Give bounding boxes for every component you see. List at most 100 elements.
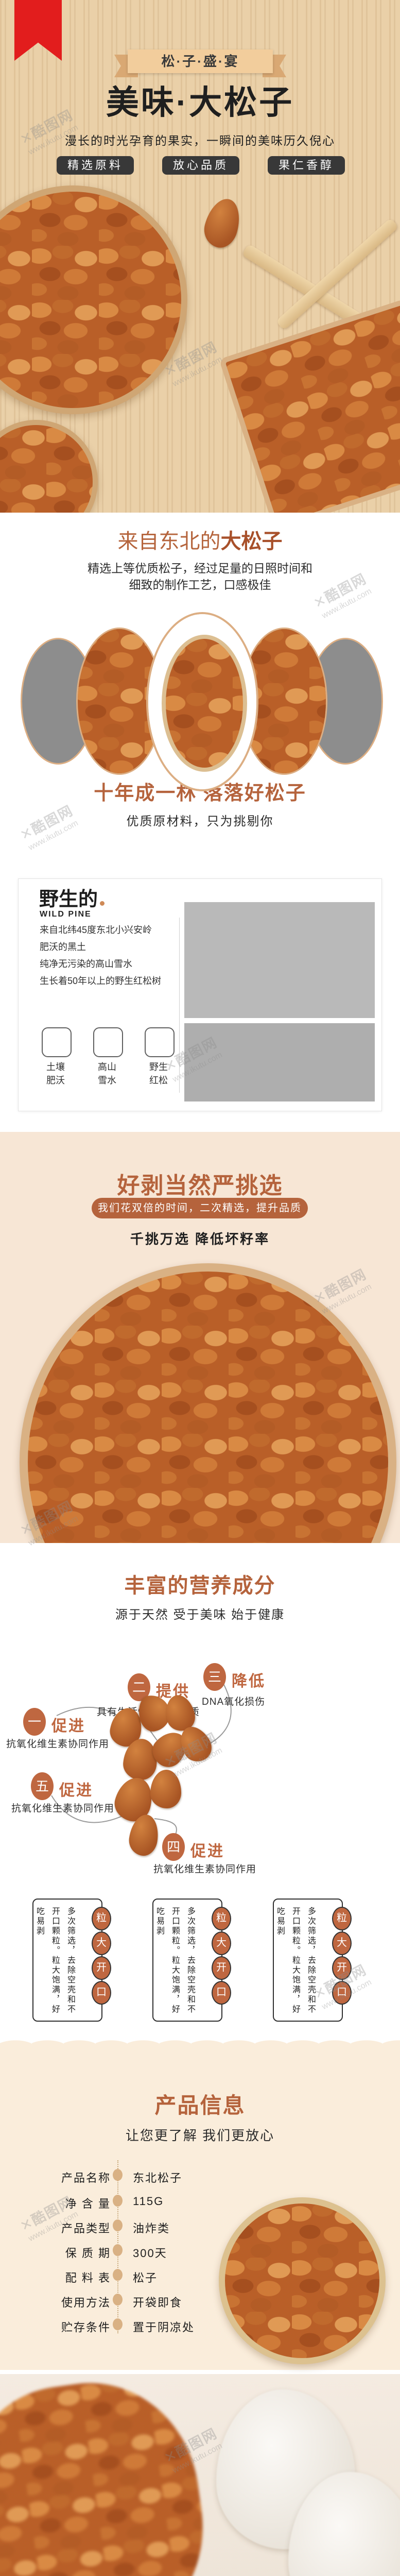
product-info-section: 产品信息 让您更了解 我们更放心 xyxy=(0,2040,400,2370)
badge-li: 粒 xyxy=(332,1907,352,1930)
dot-icon xyxy=(113,2294,123,2306)
vertical-divider xyxy=(179,918,180,1093)
dot-icon xyxy=(113,2318,123,2330)
info-value-2: 115G xyxy=(133,2195,164,2208)
origin-title-light: 来自东北的 xyxy=(117,530,221,553)
badge-da: 大 xyxy=(212,1931,231,1955)
selection-subtitle: 千挑万选 降低坏籽率 xyxy=(130,1231,270,1247)
badge-li: 粒 xyxy=(92,1907,111,1930)
card-line-2: 肥沃的黑土 xyxy=(40,942,86,952)
badge-li: 粒 xyxy=(212,1907,231,1930)
decade-subtitle: 优质原材料，只为挑剔你 xyxy=(126,815,274,828)
nutrient-circle-1: 一 xyxy=(23,1708,46,1736)
info-value-1: 东北松子 xyxy=(133,2172,183,2184)
pine-nut xyxy=(150,1770,181,1808)
selection-title: 好剥当然严挑选 xyxy=(117,1173,283,1198)
pine-nut xyxy=(200,195,245,251)
nutrient-action-4: 促进 xyxy=(190,1843,224,1860)
selection-pill: 我们花双倍的时间，二次精选，提升品质 xyxy=(92,1198,308,1218)
nutrient-circle-4: 四 xyxy=(162,1833,185,1861)
grain-card-3: 多次筛选，去除空壳和不开口颗粒。粒大饱满，好吃易剥 粒 大 开 口 xyxy=(273,1899,352,2022)
hero-basket-photo xyxy=(0,185,187,414)
grain-card-1: 多次筛选，去除空壳和不开口颗粒。粒大饱满，好吃易剥 粒 大 开 口 xyxy=(32,1899,111,2022)
dot-icon xyxy=(113,2219,123,2231)
nutrient-action-3-label: 降低 xyxy=(232,1673,266,1690)
red-bookmark-ribbon-icon xyxy=(14,0,62,61)
info-value-4: 300天 xyxy=(133,2247,167,2260)
dot-icon xyxy=(113,2169,123,2181)
nutrient-desc-5: 抗氧化维生素协同作用 xyxy=(11,1803,115,1814)
nutrient-desc-1: 抗氧化维生素协同作用 xyxy=(6,1739,110,1750)
badge-kou: 口 xyxy=(212,1981,231,2005)
nutrient-desc-4: 抗氧化维生素协同作用 xyxy=(153,1864,257,1875)
feature-label-1: 土壤肥沃 xyxy=(32,1060,79,1087)
info-value-6: 开袋即食 xyxy=(133,2296,183,2309)
dot-icon xyxy=(113,2244,123,2256)
feature-1-line2: 肥沃 xyxy=(46,1075,65,1086)
orange-dot-icon xyxy=(100,901,105,906)
origin-title-bold: 大松子 xyxy=(220,530,283,553)
soil-icon xyxy=(42,1027,72,1057)
hero-badge-2: 放心品质 xyxy=(162,156,239,175)
selection-basket-photo xyxy=(20,1263,396,1543)
info-label-3: 产品类型 xyxy=(61,2222,111,2235)
feature-2-line2: 雪水 xyxy=(98,1075,116,1086)
hero-badge-3: 果仁香醇 xyxy=(268,156,345,175)
info-label-5: 配 料 表 xyxy=(65,2272,111,2284)
nutrient-action-5: 促进 xyxy=(59,1782,93,1799)
card-line-4: 生长着50年以上的野生红松树 xyxy=(40,976,162,986)
carousel-item-photo-right xyxy=(241,628,327,775)
info-label-2: 净 含 量 xyxy=(65,2197,111,2210)
badge-da: 大 xyxy=(332,1931,352,1955)
feature-3-line1: 野生 xyxy=(149,1062,168,1072)
badge-kou: 口 xyxy=(92,1981,111,2005)
info-value-7: 置于阴凉处 xyxy=(133,2321,195,2334)
card-headline-text: 野生的 xyxy=(39,889,98,910)
dot-icon xyxy=(113,2269,123,2281)
card-line-1: 来自北纬45度东北小兴安岭 xyxy=(40,925,152,935)
feature-3-line2: 红松 xyxy=(149,1075,168,1086)
hero-bowl-photo xyxy=(0,420,98,513)
info-value-5: 松子 xyxy=(133,2272,158,2284)
info-label-1: 产品名称 xyxy=(61,2172,111,2184)
hero-subtitle: 漫长的时光孕育的果实，一瞬间的美味历久倪心 xyxy=(65,134,335,147)
badge-kai: 开 xyxy=(212,1956,231,1980)
nutrition-title: 丰富的营养成分 xyxy=(124,1574,276,1597)
card-line-3: 纯净无污染的高山雪水 xyxy=(40,959,132,969)
wild-pine-tree-icon xyxy=(145,1027,175,1057)
hero-badge-1: 精选原料 xyxy=(57,156,134,175)
feature-1-line1: 土壤 xyxy=(46,1062,65,1072)
lifestyle-photo xyxy=(0,2374,400,2576)
grain-card-text: 多次筛选，去除空壳和不开口颗粒。粒大饱满，好吃易剥 xyxy=(155,1907,195,2014)
info-value-3: 油炸类 xyxy=(133,2222,170,2235)
nutrient-desc-3: DNA氧化损伤 xyxy=(202,1697,266,1707)
info-label-4: 保 质 期 xyxy=(65,2247,111,2260)
carousel-item-photo-center xyxy=(146,612,258,791)
feature-label-3: 野生红松 xyxy=(135,1060,182,1087)
grain-card-text: 多次筛选，去除空壳和不开口颗粒。粒大饱满，好吃易剥 xyxy=(35,1907,75,2014)
image-placeholder xyxy=(184,902,375,1018)
product-info-basket-photo xyxy=(219,2197,386,2364)
badge-da: 大 xyxy=(92,1931,111,1955)
card-headline: 野生的 xyxy=(39,883,105,911)
origin-title: 来自东北的大松子 xyxy=(0,524,400,554)
badge-kai: 开 xyxy=(92,1956,111,1980)
origin-desc-line1: 精选上等优质松子，经过足量的日照时间和 xyxy=(88,562,312,575)
origin-desc-line2: 细致的制作工艺，口感极佳 xyxy=(129,578,271,591)
nutrition-diagram: 一 促进 抗氧化维生素协同作用 二 提供 具有生活性的抗氧物质 三 降低 DNA… xyxy=(0,1649,400,1891)
grain-card-2: 多次筛选，去除空壳和不开口颗粒。粒大饱满，好吃易剥 粒 大 开 口 xyxy=(152,1899,231,2022)
info-label-6: 使用方法 xyxy=(61,2296,111,2309)
feature-2-line1: 高山 xyxy=(98,1062,116,1072)
nutrient-circle-5: 五 xyxy=(31,1772,54,1800)
hero-ribbon-banner: 松·子·盛·宴 xyxy=(128,49,273,73)
product-info-subtitle: 让您更了解 我们更放心 xyxy=(125,2128,275,2143)
wild-pine-card: 野生的 WILD PINE 来自北纬45度东北小兴安岭 肥沃的黑土 纯净无污染的… xyxy=(18,878,382,1111)
dot-icon xyxy=(113,2195,123,2207)
badge-kai: 开 xyxy=(332,1956,352,1980)
grain-card-text: 多次筛选，去除空壳和不开口颗粒。粒大饱满，好吃易剥 xyxy=(275,1907,315,2014)
badge-kou: 口 xyxy=(332,1981,352,2005)
hero-tray-photo xyxy=(219,298,400,513)
info-label-7: 贮存条件 xyxy=(61,2321,111,2334)
hero-section: 松·子·盛·宴 美味·大松子 漫长的时光孕育的果实，一瞬间的美味历久倪心 精选原… xyxy=(0,0,400,513)
